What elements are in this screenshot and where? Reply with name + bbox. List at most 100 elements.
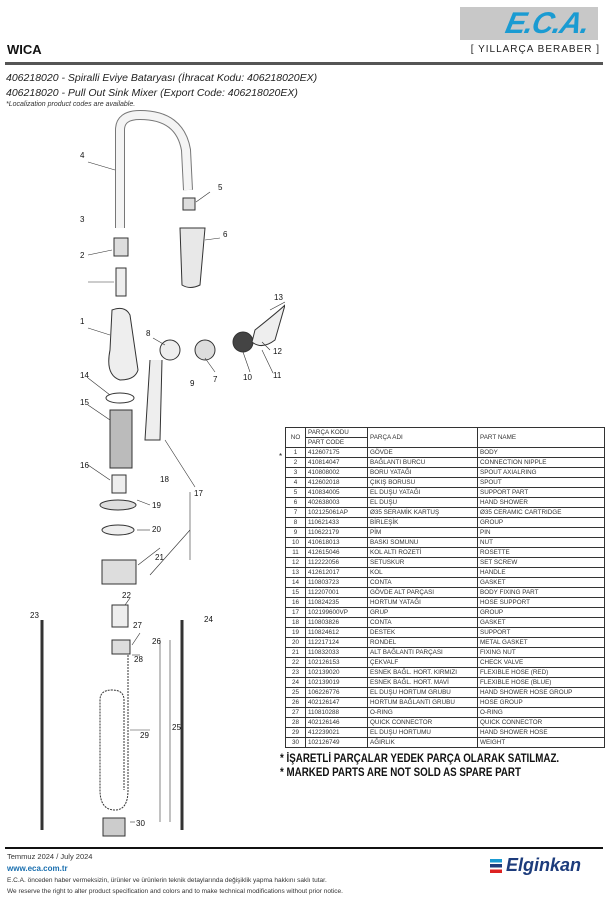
- callout-3: 3: [80, 215, 85, 224]
- slogan: [ YILLARÇA BERABER ]: [470, 44, 600, 55]
- cell-no: 9: [285, 527, 306, 538]
- callout-20: 20: [152, 525, 161, 534]
- check-valve: [111, 604, 129, 628]
- cell-code: 412612017: [305, 567, 368, 578]
- cell-no: 20: [285, 637, 306, 648]
- cell-code: 410618013: [305, 537, 368, 548]
- group-part: [159, 339, 181, 361]
- cell-no: 7: [285, 507, 306, 518]
- header-no: NO: [285, 427, 306, 448]
- connection-nipple: [115, 267, 127, 297]
- cell-name-tr: BİRLEŞİK: [367, 517, 478, 528]
- spout-axialring: [113, 237, 129, 257]
- cell-no: 22: [285, 657, 306, 668]
- cell-name-tr: RONDEL: [367, 637, 478, 648]
- cell-name-en: FLEXIBLE HOSE (BLUE): [477, 677, 605, 688]
- cell-name-tr: QUICK CONNECTOR: [367, 717, 478, 728]
- cell-no: 12: [285, 557, 306, 568]
- footer-divider: [5, 847, 603, 849]
- callout-12: 12: [273, 347, 282, 356]
- cell-name-en: SUPPORT PART: [477, 487, 605, 498]
- cell-name-tr: GÖVDE ALT PARÇASI: [367, 587, 478, 598]
- fixing-nut: [101, 559, 137, 585]
- cell-name-en: BODY: [477, 447, 605, 458]
- cell-name-tr: SETUSKUR: [367, 557, 478, 568]
- cell-name-tr: EL DUŞU HORTUM GRUBU: [367, 687, 478, 698]
- cell-name-en: CONNECTION NIPPLE: [477, 457, 605, 468]
- cell-name-tr: CONTA: [367, 617, 478, 628]
- cell-no: 1: [285, 447, 306, 458]
- header-code-en: PART CODE: [305, 437, 368, 448]
- callout-5: 5: [218, 183, 223, 192]
- cell-code: 110803723: [305, 577, 368, 588]
- marked-part-symbol: *: [279, 452, 283, 461]
- cell-no: 29: [285, 727, 306, 738]
- website-link[interactable]: www.eca.com.tr: [7, 864, 68, 873]
- hose-support: [111, 474, 127, 494]
- cell-code: 102125061AP: [305, 507, 368, 518]
- cell-code: 106226776: [305, 687, 368, 698]
- cell-name-en: SUPPORT: [477, 627, 605, 638]
- warning-en: * MARKED PARTS ARE NOT SOLD AS SPARE PAR…: [280, 767, 521, 779]
- cell-no: 2: [285, 457, 306, 468]
- cell-name-en: GROUP: [477, 607, 605, 618]
- cell-name-tr: BAĞLANTI BURCU: [367, 457, 478, 468]
- callout-16: 16: [80, 461, 89, 470]
- callout-21: 21: [155, 553, 164, 562]
- cell-code: 410814047: [305, 457, 368, 468]
- cell-no: 26: [285, 697, 306, 708]
- cell-code: 110803826: [305, 617, 368, 628]
- exploded-diagram: 4 3 2 1 5 6 7 8 9 10 11 12 13 14 15 16 1…: [30, 110, 285, 837]
- cell-no: 6: [285, 497, 306, 508]
- cell-name-en: BODY FIXING PART: [477, 587, 605, 598]
- callout-1: 1: [80, 317, 85, 326]
- cell-no: 13: [285, 567, 306, 578]
- cell-code: 410834005: [305, 487, 368, 498]
- cell-name-tr: PİM: [367, 527, 478, 538]
- header-name-en: PART NAME: [477, 427, 605, 448]
- hand-shower-hose: [99, 655, 129, 811]
- cell-name-tr: GÖVDE: [367, 447, 478, 458]
- cell-name-en: SPOUT: [477, 477, 605, 488]
- callout-6: 6: [223, 230, 228, 239]
- cell-name-tr: CONTA: [367, 577, 478, 588]
- cell-code: 402126147: [305, 697, 368, 708]
- elginkan-logo: Elginkan: [490, 855, 581, 876]
- cell-name-tr: EL DUŞU HORTUMU: [367, 727, 478, 738]
- cell-code: 102126153: [305, 657, 368, 668]
- hand-shower: [179, 227, 206, 288]
- cell-name-en: WEIGHT: [477, 737, 605, 748]
- disclaimer-en: We reserve the right to alter product sp…: [7, 888, 343, 895]
- parts-table: NO PARÇA KODU PARÇA ADI PART NAME PART C…: [285, 427, 605, 748]
- cartridge: [194, 339, 216, 361]
- callout-19: 19: [152, 501, 161, 510]
- cell-name-tr: ESNEK BAĞL. HORT. MAVİ: [367, 677, 478, 688]
- callout-25: 25: [172, 723, 181, 732]
- cell-no: 24: [285, 677, 306, 688]
- callout-29: 29: [140, 731, 149, 740]
- callout-10: 10: [243, 373, 252, 382]
- cell-name-en: GROUP: [477, 517, 605, 528]
- header-code-tr: PARÇA KODU: [305, 427, 368, 438]
- callout-11: 11: [273, 371, 282, 380]
- callout-18: 18: [160, 475, 169, 484]
- localization-note: *Localization product codes are availabl…: [6, 101, 136, 108]
- cell-no: 23: [285, 667, 306, 678]
- cell-no: 17: [285, 607, 306, 618]
- callout-4: 4: [80, 151, 85, 160]
- cell-code: 402638003: [305, 497, 368, 508]
